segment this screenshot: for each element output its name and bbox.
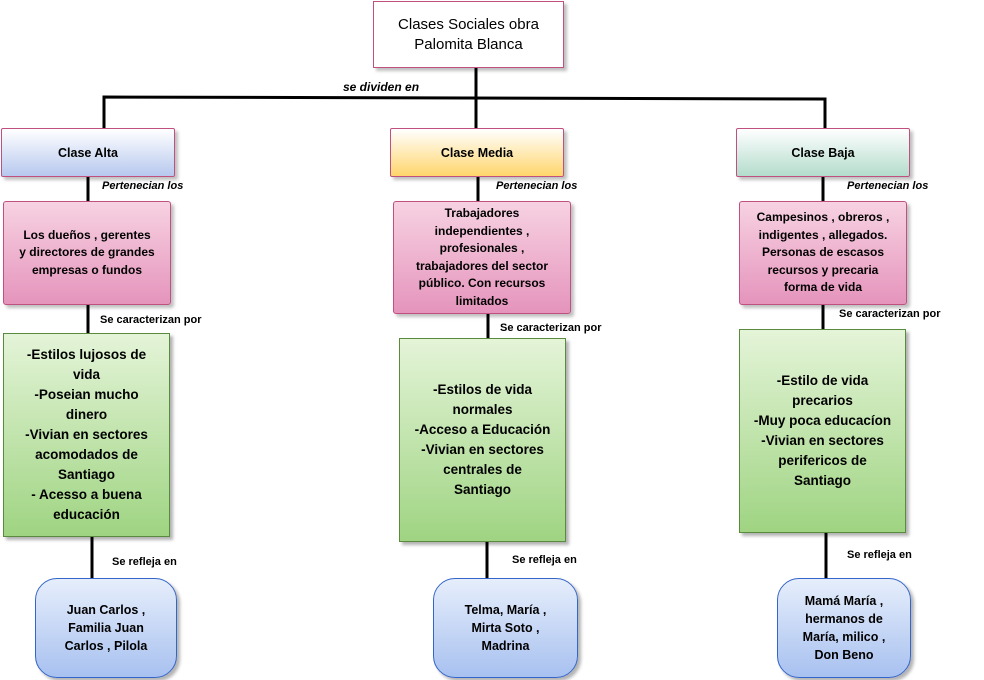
label-caracterizan-media: Se caracterizan por [500,322,602,334]
node-traits-media: -Estilos de vida normales -Acceso a Educac… [399,338,566,542]
text-line: Mamá María , [804,594,884,608]
text-line: perifericos de [778,453,867,468]
node-clase-baja: Clase Baja [736,128,910,177]
text-line: dinero [65,407,108,422]
text-line: normales [452,402,513,417]
node-traits-baja: -Estilo de vida precarios -Muy poca educac… [739,329,906,533]
label-pertenecian-baja: Pertenecian los [847,180,929,192]
text-line: trabajadores del sector [415,258,549,273]
node-examples-media: Telma, María , Mirta Soto , Madrina [433,578,578,678]
label-refleja-media: Se refleja en [512,554,577,566]
label-se-dividen-en: se dividen en [343,80,420,94]
node-members-media: Trabajadores independientes , profesionale… [393,201,571,314]
text-line: Familia Juan [68,621,144,635]
text-line: indigentes , allegados. [758,227,888,242]
text-line: María, milico , [802,630,886,644]
text-line: -Poseian mucho [34,387,139,402]
text-line: Los dueños , gerentes [23,227,151,242]
node-members-baja: Campesinos , obreros , indigentes , alleg… [739,201,907,305]
text-line: Trabajadores [444,206,520,220]
text-line: acomodados de [35,447,138,462]
text-line: vida [72,367,100,382]
node-clase-media: Clase Media [390,128,564,177]
text-line: -Muy poca educacíon [753,413,892,428]
text-line: independientes , [434,223,530,238]
text-line: Mirta Soto , [471,621,540,635]
text-line: recursos y precaria [767,262,879,277]
label-caracterizan-alta: Se caracterizan por [100,314,202,326]
text-line: -Estilos de vida [432,382,533,397]
text-line: -Estilos lujosos de [26,347,147,362]
node-traits-alta: -Estilos lujosos de vida -Poseian mucho din… [3,333,170,537]
text-line: Campesinos , obreros , [756,210,890,225]
node-examples-baja: Mamá María , hermanos de María, milico , Do… [777,578,911,678]
text-line: Juan Carlos , [66,603,146,617]
text-line: público. Con recursos [418,276,546,290]
node-clase-alta: Clase Alta [1,128,175,177]
text-line: educación [53,507,120,522]
text-line: Don Beno [814,648,874,662]
text-line: -Vivian en sectores [761,433,884,448]
text-line: -Acceso a Educación [414,422,551,437]
label-caracterizan-baja: Se caracterizan por [839,308,941,320]
node-members-alta: Los dueños , gerentes y directores de gra… [3,201,171,305]
label-refleja-baja: Se refleja en [847,549,912,561]
label-pertenecian-media: Pertenecian los [496,180,578,192]
text-line: y directores de grandes [19,245,155,260]
text-line: empresas o fundos [31,262,142,277]
text-line: -Vivian en sectores [421,442,544,457]
text-line: profesionales , [439,241,525,255]
text-line: Santiago [57,467,115,482]
text-line: Madrina [481,639,530,653]
text-line: Telma, María , [464,603,547,617]
text-line: - Acesso a buena [31,487,142,502]
text-line: forma de vida [783,280,862,295]
text-line: Carlos , Pilola [64,639,148,653]
text-line: hermanos de [805,612,883,626]
text-line: Santiago [793,473,851,488]
text-line: limitados [455,293,509,308]
text-line: Santiago [453,482,511,497]
label-pertenecian-alta: Pertenecian los [102,180,184,192]
text-line: -Vivian en sectores [25,427,148,442]
text-line: -Estilo de vida [776,373,869,388]
label-refleja-alta: Se refleja en [112,556,177,568]
text-line: Personas de escasos [761,245,885,260]
text-line: precarios [792,393,853,408]
text-line: centrales de [443,462,522,477]
